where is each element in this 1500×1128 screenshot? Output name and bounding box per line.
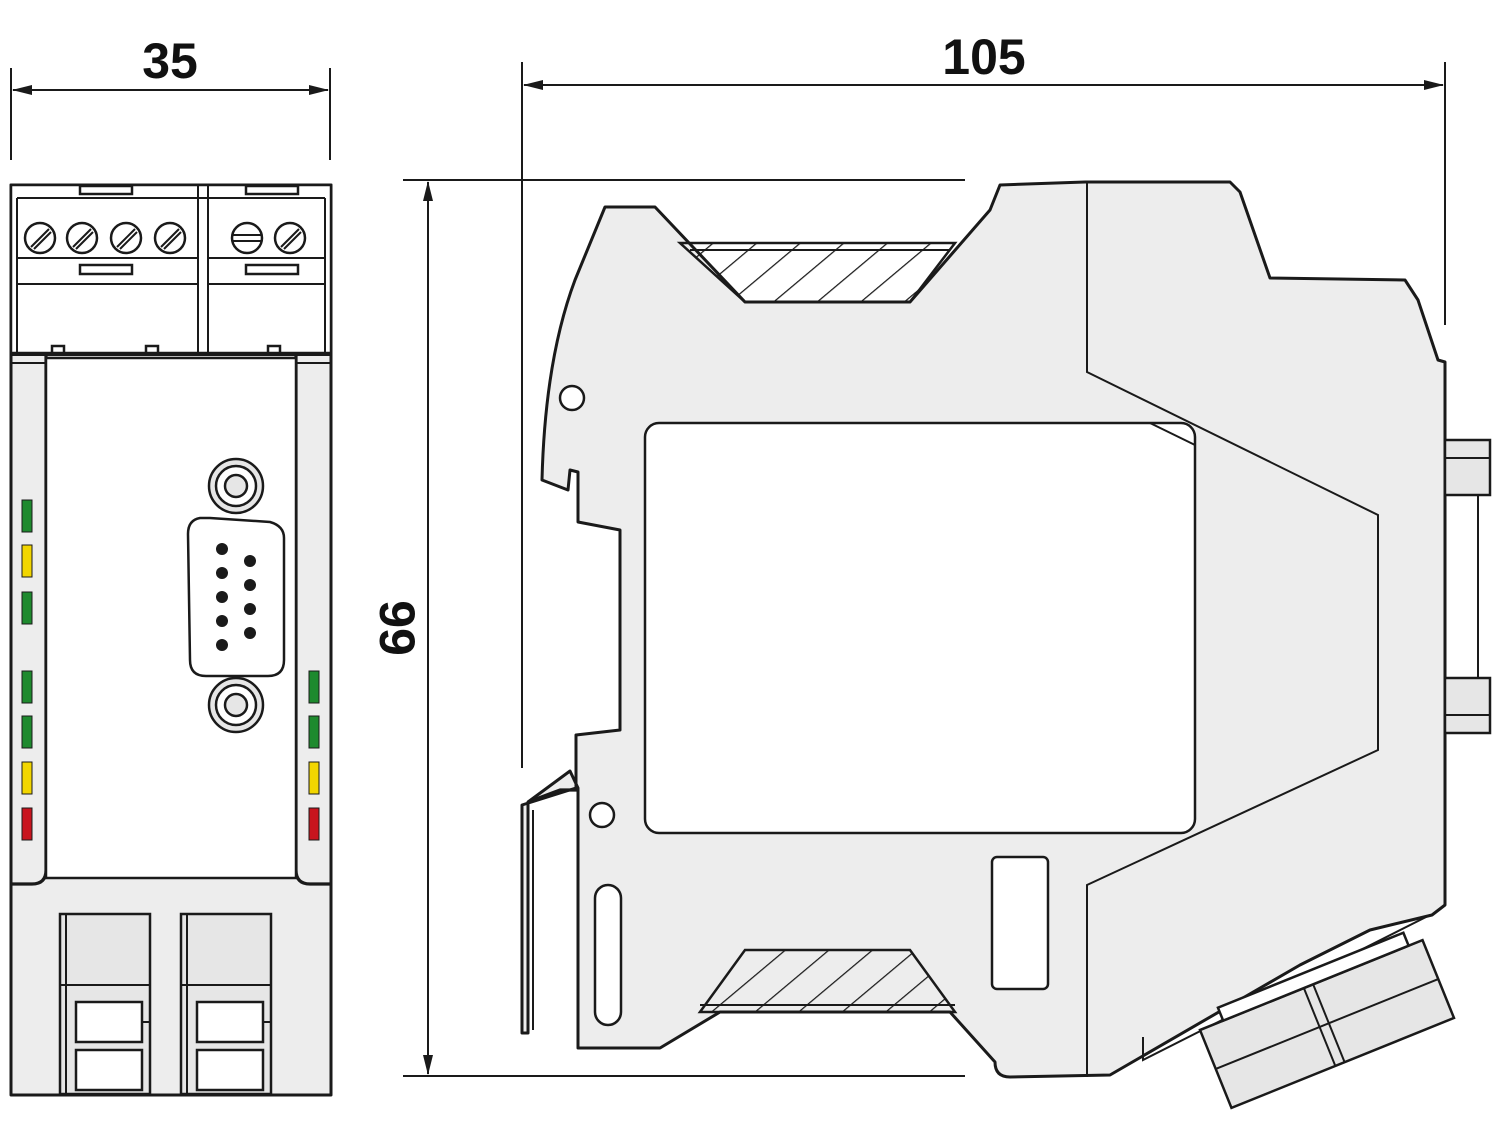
led-right-4 xyxy=(308,807,320,841)
side-d-sub-connector xyxy=(1443,438,1492,735)
screw-terminal-1[interactable] xyxy=(23,221,57,255)
screw-terminal-6[interactable] xyxy=(273,221,307,255)
led-left-2 xyxy=(21,544,33,578)
bottom-connector-1[interactable] xyxy=(58,912,152,1096)
side-window xyxy=(990,855,1050,991)
led-right-1 xyxy=(308,670,320,704)
led-left-7 xyxy=(21,807,33,841)
led-left-1 xyxy=(21,499,33,533)
mounting-hole-top xyxy=(558,384,586,412)
screw-terminal-4[interactable] xyxy=(153,221,187,255)
dimension-width-front: 35 xyxy=(10,33,331,160)
side-bottom-plug xyxy=(1198,931,1456,1110)
dimension-height: 99 xyxy=(369,179,965,1077)
screw-terminal-3[interactable] xyxy=(109,221,143,255)
dimension-label-99: 99 xyxy=(369,600,425,656)
led-right-2 xyxy=(308,715,320,749)
led-left-6 xyxy=(21,761,33,795)
led-left-3 xyxy=(21,591,33,625)
d-sub-9-connector[interactable] xyxy=(186,457,286,734)
bottom-connector-2[interactable] xyxy=(179,912,273,1096)
led-left-5 xyxy=(21,715,33,749)
front-view xyxy=(9,183,333,1097)
led-left-4 xyxy=(21,670,33,704)
dimension-label-105: 105 xyxy=(942,29,1025,85)
dimension-label-35: 35 xyxy=(142,33,198,89)
led-right-3 xyxy=(308,761,320,795)
screw-terminal-5[interactable] xyxy=(230,221,264,255)
side-view xyxy=(520,180,1492,1110)
mounting-hole-bottom xyxy=(588,801,616,829)
screw-terminal-2[interactable] xyxy=(65,221,99,255)
side-slot xyxy=(593,883,623,1027)
side-label-area xyxy=(643,421,1197,835)
